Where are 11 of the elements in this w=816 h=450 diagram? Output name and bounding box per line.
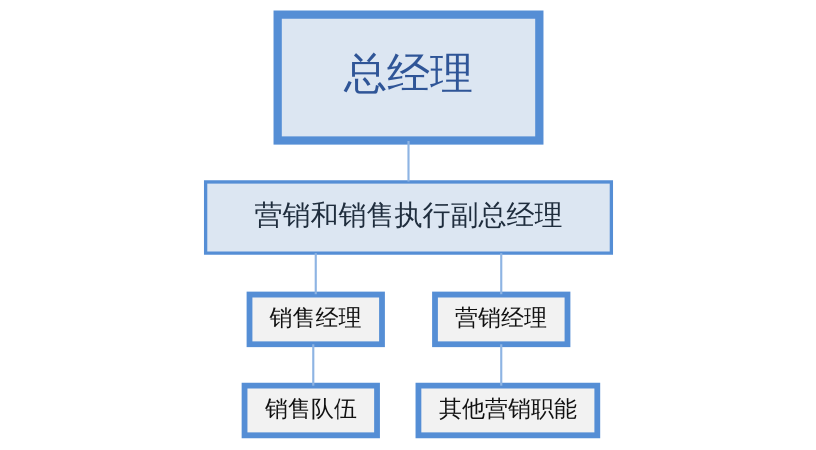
node-box: 销售经理: [246, 292, 384, 348]
connector: [500, 344, 502, 386]
connector: [406, 141, 410, 182]
connector: [500, 253, 502, 294]
connector: [314, 253, 316, 294]
node-box: 销售队伍: [241, 382, 380, 438]
node-box: 总经理: [273, 10, 543, 145]
node-box: 其他营销职能: [415, 382, 600, 438]
node-box: 营销和销售执行副总经理: [203, 180, 613, 255]
node-box: 营销经理: [432, 292, 570, 348]
connector: [312, 344, 314, 386]
